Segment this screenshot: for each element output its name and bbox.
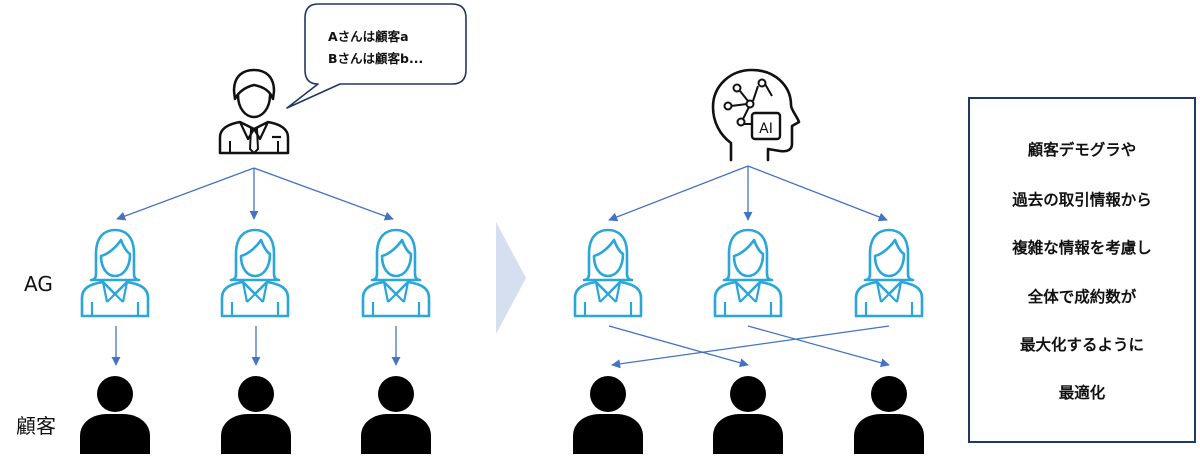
ai-head-icon bbox=[711, 68, 801, 162]
manager-icon bbox=[218, 68, 290, 155]
explanation-line: 複雑な情報を考慮し bbox=[1012, 239, 1152, 257]
arrow-agent3-to-customer1 bbox=[611, 325, 890, 369]
customer-icon bbox=[713, 376, 783, 454]
agent-icon bbox=[854, 228, 924, 318]
explanation-line: 過去の取引情報から bbox=[1012, 191, 1152, 209]
speech-bubble-text: Aさんは顧客a Bさんは顧客b... bbox=[328, 26, 423, 70]
customer-icon bbox=[361, 376, 431, 454]
agent-icon bbox=[80, 228, 150, 318]
customer-icon bbox=[80, 376, 150, 454]
agent-icon bbox=[713, 228, 783, 318]
customer-row-label: 顧客 bbox=[16, 414, 56, 438]
ai-badge-label: AI bbox=[759, 121, 773, 137]
arrow-agent1-to-customer2 bbox=[608, 325, 749, 368]
customer-icon bbox=[854, 376, 924, 454]
arrow-manager-to-agent-1 bbox=[116, 167, 255, 221]
agent-icon bbox=[220, 228, 290, 318]
arrow-manager-to-agent-3 bbox=[253, 167, 394, 221]
customer-icon bbox=[221, 376, 291, 454]
explanation-line: 最大化するように bbox=[1019, 336, 1144, 354]
agent-row-label: AG bbox=[24, 272, 53, 296]
arrow-ai-to-agent-1 bbox=[608, 165, 749, 222]
explanation-line: 最適化 bbox=[1058, 384, 1106, 402]
agent-icon bbox=[573, 228, 643, 318]
arrow-agent2-to-customer3 bbox=[747, 325, 890, 368]
agent-icon bbox=[361, 228, 431, 318]
explanation-line: 全体で成約数が bbox=[1027, 288, 1137, 306]
customer-icon bbox=[573, 376, 643, 454]
explanation-box: 顧客デモグラや 過去の取引情報から 複雑な情報を考慮し 全体で成約数が 最大化す… bbox=[968, 97, 1196, 443]
arrow-ai-to-agent-3 bbox=[747, 165, 888, 222]
speech-bubble-line-1: Aさんは顧客a bbox=[328, 29, 409, 44]
explanation-line: 顧客デモグラや bbox=[1027, 141, 1137, 159]
transition-chevron-icon bbox=[496, 222, 526, 334]
speech-bubble bbox=[286, 3, 467, 109]
speech-bubble-line-2: Bさんは顧客b... bbox=[328, 51, 424, 66]
